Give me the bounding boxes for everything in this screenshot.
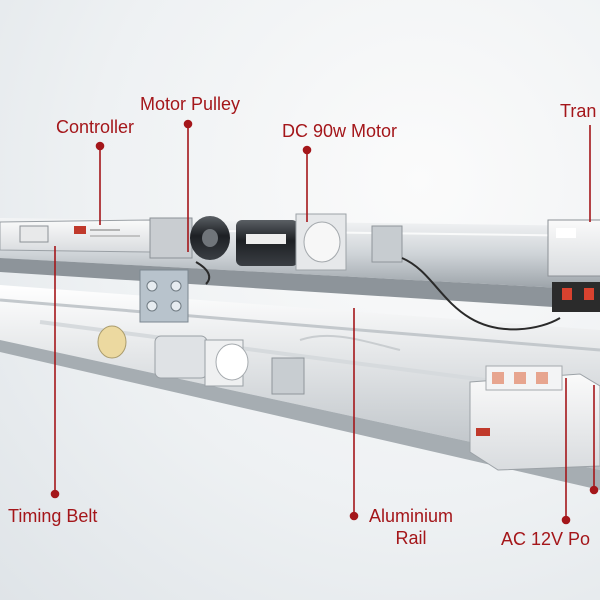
carriage-bracket: [139, 269, 189, 323]
label-motor-pulley: Motor Pulley: [140, 94, 241, 114]
transformer-unit: [547, 219, 600, 312]
label-controller: Controller: [56, 117, 135, 137]
leader-lines: [50, 119, 599, 525]
motor-pulley-unit: [149, 216, 230, 260]
label-ac-power: AC 12V Po: [501, 529, 591, 549]
leader-timing-belt-dot: [50, 489, 60, 499]
label-aluminium-rail: Aluminium Rail: [369, 505, 453, 549]
cables: [195, 257, 561, 351]
leader-extra-dot: [589, 485, 599, 495]
controller-unit: [0, 219, 151, 253]
dc-motor-unit: [236, 213, 403, 271]
lower-motor-unit: [97, 325, 305, 395]
label-timing-belt: Timing Belt: [8, 506, 98, 526]
leader-controller-dot: [95, 141, 105, 151]
leader-aluminium-rail-dot: [349, 511, 359, 521]
label-dc-motor: DC 90w Motor: [282, 121, 398, 141]
power-supply-unit: [469, 365, 600, 471]
leader-ac-power-dot: [561, 515, 571, 525]
leader-motor-pulley-dot: [183, 119, 193, 129]
label-aluminium-rail-line2: Rail: [395, 528, 427, 548]
label-transformer: Tran: [560, 101, 597, 121]
label-aluminium-rail-line1: Aluminium: [369, 506, 454, 526]
leader-dc-motor-dot: [302, 145, 312, 155]
